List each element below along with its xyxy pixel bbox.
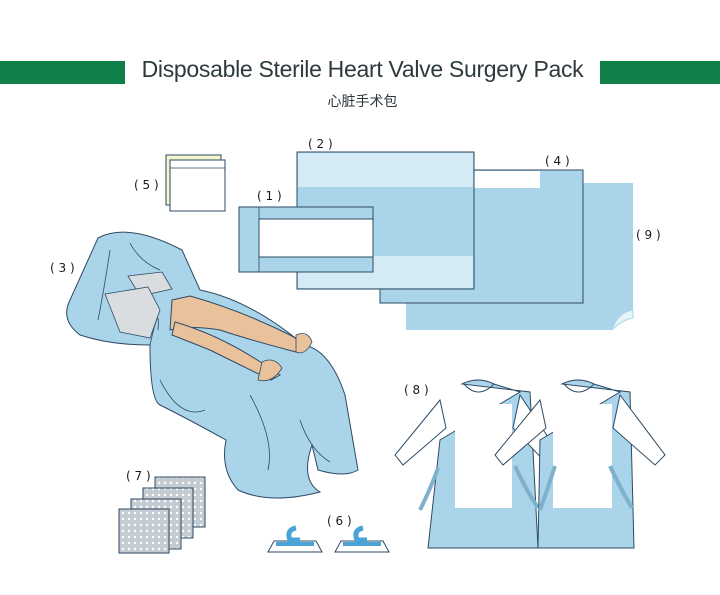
item8-surgical-gowns bbox=[394, 379, 666, 549]
item1-frame-drape bbox=[238, 206, 374, 273]
header-band-left bbox=[0, 61, 125, 84]
header-band-right bbox=[600, 61, 720, 84]
page-subtitle: 心脏手术包 bbox=[327, 93, 398, 109]
item9-label: ( 9 ) bbox=[636, 228, 661, 242]
item3-label: ( 3 ) bbox=[50, 261, 75, 275]
item3-patient-drape bbox=[66, 231, 359, 499]
item4-label: ( 4 ) bbox=[545, 154, 570, 168]
item2-label: ( 2 ) bbox=[308, 137, 333, 151]
item6-label: ( 6 ) bbox=[327, 514, 352, 528]
item5-towel-stack bbox=[165, 154, 226, 212]
item7-gauze-pads bbox=[118, 476, 206, 554]
item6-adhesive-tapes bbox=[267, 525, 390, 553]
page-title: Disposable Sterile Heart Valve Surgery P… bbox=[141, 56, 584, 82]
item1-label: ( 1 ) bbox=[257, 189, 282, 203]
item7-label: ( 7 ) bbox=[126, 469, 151, 483]
item8-label: ( 8 ) bbox=[404, 383, 429, 397]
item5-label: ( 5 ) bbox=[134, 178, 159, 192]
